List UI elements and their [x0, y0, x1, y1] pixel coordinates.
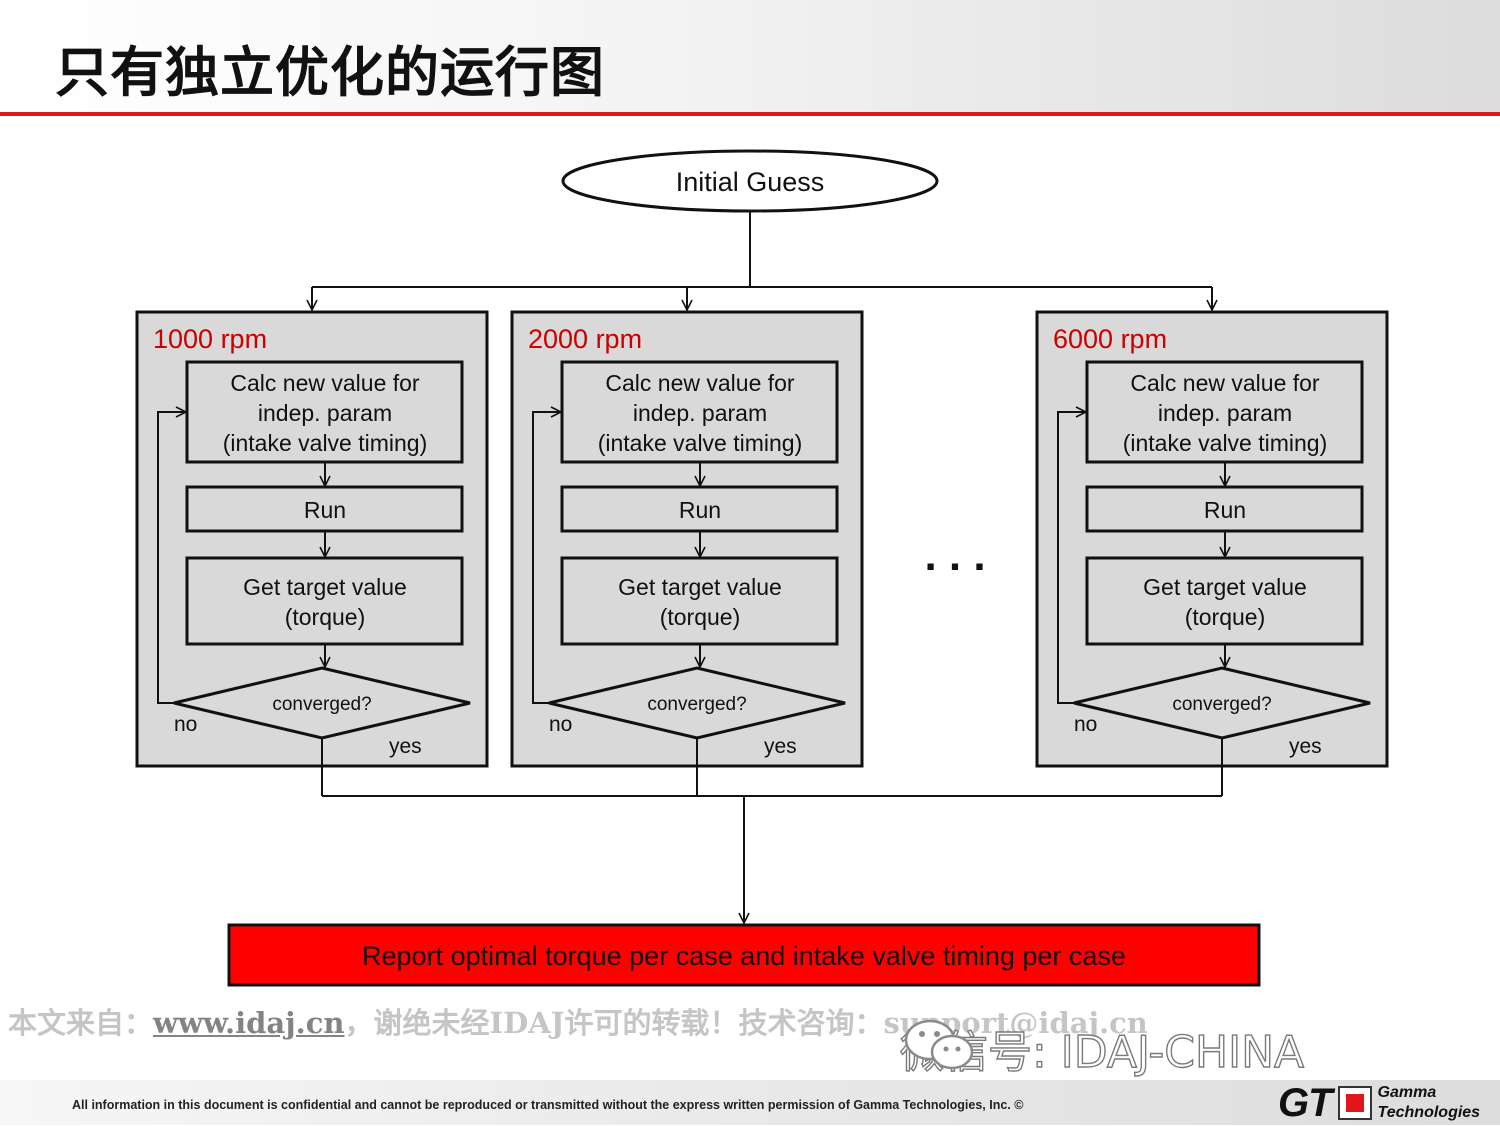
gt-logo: GT Gamma Technologies	[1278, 1080, 1481, 1125]
watermark-prefix: 本文来自：	[8, 1006, 154, 1040]
more-cases-ellipsis: . . .	[924, 531, 985, 580]
calc-step-box	[560, 360, 839, 464]
target-step-line-2: (torque)	[660, 604, 741, 630]
decision-label: converged?	[647, 694, 746, 715]
calc-step-line-1: Calc new value for	[230, 370, 420, 396]
target-step-box	[1085, 556, 1364, 646]
target-step-line-1: Get target value	[243, 574, 407, 600]
calc-step-line-2: indep. param	[633, 400, 767, 426]
logo-line-2: Technologies	[1377, 1104, 1481, 1121]
header-rule	[0, 112, 1500, 116]
case-panel-6000: 6000 rpm Calc new value for indep. param…	[1035, 310, 1389, 768]
logo-words: Gamma Technologies	[1378, 1083, 1481, 1123]
decision-label: converged?	[272, 694, 371, 715]
logo-square-icon	[1337, 1086, 1372, 1120]
target-step-line-1: Get target value	[1143, 574, 1307, 600]
case-panel-1000: 1000 rpm Calc new value for indep. param…	[135, 310, 489, 768]
calc-step-line-1: Calc new value for	[605, 370, 795, 396]
target-step-box	[185, 556, 464, 646]
wechat-watermark: 微信号: IDAJ-CHINA	[899, 1016, 1305, 1080]
target-step-box	[560, 556, 839, 646]
run-step-label: Run	[679, 497, 721, 523]
loop-back-line	[157, 412, 186, 704]
start-node-label: Initial Guess	[676, 167, 825, 197]
watermark-suffix: ，谢绝未经IDAJ许可的转载！技术咨询：support@idaj.cn	[344, 1006, 1148, 1040]
wechat-icon	[904, 1019, 974, 1070]
calc-step-line-2: indep. param	[1158, 400, 1292, 426]
yes-label: yes	[764, 735, 797, 758]
decision-label: converged?	[1172, 694, 1271, 715]
yes-label: yes	[389, 735, 422, 758]
report-box	[227, 923, 1261, 987]
confidentiality-notice: All information in this document is conf…	[72, 1098, 1024, 1112]
case-panel-2000: 2000 rpm Calc new value for indep. param…	[510, 310, 864, 768]
calc-step-line-3: (intake valve timing)	[1123, 430, 1328, 456]
run-step-box	[185, 485, 464, 533]
run-step-box	[560, 485, 839, 533]
yes-label: yes	[1289, 735, 1322, 758]
calc-step-line-2: indep. param	[258, 400, 392, 426]
run-step-label: Run	[304, 497, 346, 523]
calc-step-line-1: Calc new value for	[1130, 370, 1320, 396]
footer-bar	[0, 1080, 1500, 1125]
case-rpm-label: 2000 rpm	[528, 324, 642, 354]
loop-back-line	[532, 412, 561, 704]
watermark-text: 本文来自：www.idaj.cn，谢绝未经IDAJ许可的转载！技术咨询：supp…	[8, 1000, 1148, 1042]
report-label: Report optimal torque per case and intak…	[362, 941, 1126, 971]
target-step-line-2: (torque)	[1185, 604, 1266, 630]
case-rpm-label: 1000 rpm	[153, 324, 267, 354]
calc-step-box	[1085, 360, 1364, 464]
watermark-link[interactable]: www.idaj.cn	[153, 1006, 345, 1040]
header-bar	[0, 0, 1500, 112]
no-label: no	[549, 713, 572, 736]
page-title: 只有独立优化的运行图	[55, 41, 605, 104]
run-step-label: Run	[1204, 497, 1246, 523]
no-label: no	[174, 713, 197, 736]
target-step-line-1: Get target value	[618, 574, 782, 600]
calc-step-line-3: (intake valve timing)	[223, 430, 428, 456]
logo-line-1: Gamma	[1377, 1084, 1437, 1101]
no-label: no	[1074, 713, 1097, 736]
case-rpm-label: 6000 rpm	[1053, 324, 1167, 354]
loop-back-line	[1057, 412, 1086, 704]
run-step-box	[1085, 485, 1364, 533]
logo-mark: GT	[1278, 1080, 1333, 1125]
target-step-line-2: (torque)	[285, 604, 366, 630]
calc-step-line-3: (intake valve timing)	[598, 430, 803, 456]
